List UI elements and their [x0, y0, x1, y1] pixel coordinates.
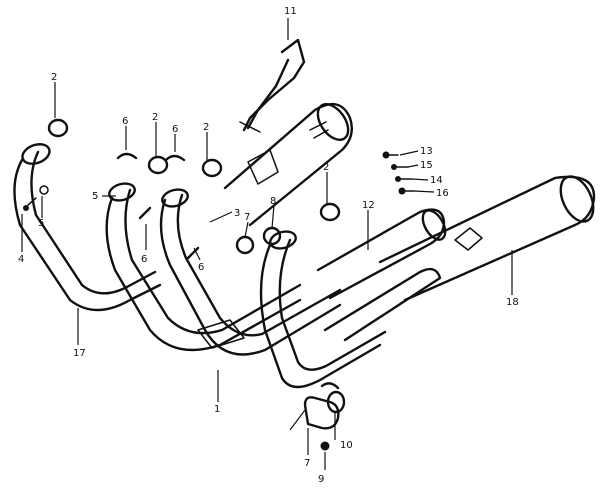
- header-pipe-11: [13, 143, 162, 312]
- callout-5b: 5: [38, 218, 44, 229]
- callout-2a: 2: [51, 72, 57, 83]
- muffler-12: [378, 175, 596, 302]
- callout-7b: 7: [304, 458, 310, 469]
- center-bracket: [197, 319, 245, 349]
- header-pipe-1: [105, 182, 342, 356]
- nut-10: [320, 441, 330, 451]
- callout-2c: 2: [203, 122, 209, 133]
- callout-12: 18: [506, 297, 519, 308]
- callout-1: 1: [214, 404, 220, 415]
- callout-6a: 6: [122, 116, 128, 127]
- callout-14: 12: [362, 200, 375, 211]
- callout-13: 11: [284, 6, 297, 17]
- bolt-4-5: [23, 185, 49, 211]
- callout-18: 16: [436, 188, 449, 199]
- callout-2b: 2: [152, 112, 158, 123]
- muffler-upper: [223, 102, 353, 227]
- callout-16: 14: [430, 175, 443, 186]
- joint-7-8: [235, 226, 282, 255]
- header-pipe-right: [259, 230, 387, 389]
- bracket-13: [239, 38, 306, 133]
- callout-17: 15: [420, 160, 433, 171]
- callout-5a: 5: [92, 191, 98, 202]
- callout-4: 4: [18, 254, 24, 265]
- joint-lower: [303, 382, 346, 430]
- bolts-15-18: [382, 151, 415, 195]
- callout-6c: 6: [141, 254, 147, 265]
- callout-10: 9: [318, 474, 324, 485]
- callout-7a: 7: [244, 212, 250, 223]
- callout-labels: 11 2 6 2 6 2 2 5 5 4 6 6 3 7 8 12 13 15 …: [18, 6, 519, 485]
- callout-11: 17: [73, 348, 86, 359]
- callout-9: 10: [340, 440, 353, 451]
- callout-3: 3: [234, 208, 240, 219]
- callout-15: 13: [420, 146, 433, 157]
- callout-8: 8: [270, 196, 276, 207]
- gasket-2: [47, 118, 341, 222]
- callout-6d: 6: [198, 262, 204, 273]
- leader-lines: [21, 18, 513, 470]
- clamp-6: [116, 152, 200, 260]
- connector-pipe-14: [316, 208, 447, 342]
- callout-6b: 6: [172, 124, 178, 135]
- callout-2d: 2: [323, 162, 329, 173]
